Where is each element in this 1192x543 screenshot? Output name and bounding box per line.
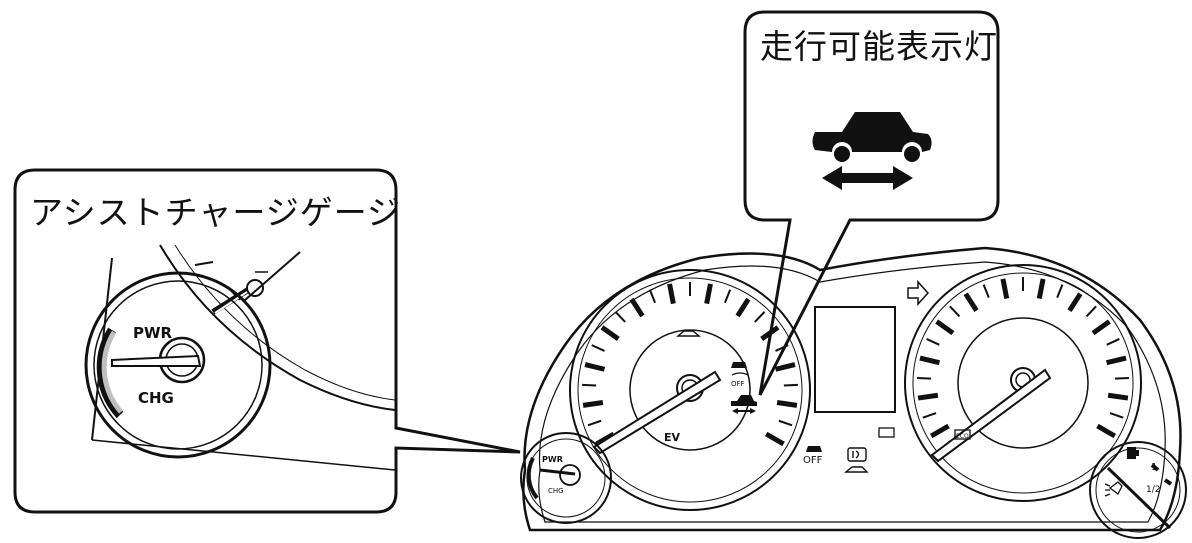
tachometer-tick <box>922 412 937 419</box>
tachometer-tick <box>1067 292 1083 313</box>
tachometer-tick <box>917 392 939 401</box>
speedometer-tick <box>704 283 713 305</box>
tachometer-tick <box>963 292 979 313</box>
cruise-icon <box>954 429 971 440</box>
speedometer-tick <box>778 419 793 427</box>
fuel-pump-icon <box>1127 447 1139 459</box>
tachometer-tick <box>1109 412 1124 419</box>
tachometer-tick <box>1091 319 1111 336</box>
assist-charge-gauge-callout: PWR CHG <box>13 168 521 514</box>
speedometer-tick <box>614 311 626 323</box>
tachometer-tick <box>1114 376 1129 380</box>
callout-chg-label: CHG <box>138 389 174 407</box>
fuel-gauge <box>1089 441 1187 539</box>
tachometer-tick <box>1056 284 1064 298</box>
traction-off-label: OFF <box>803 455 823 466</box>
tachometer-tick <box>1096 423 1117 439</box>
center-display <box>814 306 896 413</box>
vsc-off-label: OFF <box>731 380 745 388</box>
tachometer-tick <box>926 338 940 346</box>
speedometer-tick <box>629 297 645 318</box>
speedometer-tick <box>582 383 597 387</box>
assist-charge-gauge <box>520 432 612 524</box>
speedometer-tick <box>783 383 798 387</box>
speedometer-tick <box>774 362 796 372</box>
turn-signal-icon <box>907 280 930 306</box>
fuel-one-label: 1 <box>1151 462 1157 473</box>
assist-charge-gauge-title: アシストチャージゲージ <box>30 193 402 232</box>
ready-indicator-callout <box>743 10 1000 396</box>
ecm-icon <box>878 427 895 438</box>
car-with-double-arrow-icon <box>812 112 932 190</box>
eco-label: ECO <box>956 433 969 440</box>
headlight-icon <box>847 447 867 462</box>
speedometer-tick <box>587 419 602 427</box>
tachometer-tick <box>929 423 950 439</box>
tachometer-tick <box>919 355 941 366</box>
speedometer-tick <box>776 400 798 408</box>
speedometer-tick <box>764 431 785 447</box>
tachometer-tick <box>1106 338 1120 346</box>
tachometer-tick <box>1105 355 1127 366</box>
small-gauge-pwr-label: PWR <box>542 455 563 464</box>
tachometer <box>904 264 1142 502</box>
tachometer-tick <box>1107 392 1129 401</box>
tachometer-tick <box>935 319 955 336</box>
vsc-off-icon <box>731 362 749 376</box>
speedometer-tick <box>760 325 780 341</box>
tachometer-tick <box>949 305 961 318</box>
speedometer-tick <box>582 400 604 408</box>
cluster-body <box>520 246 1187 539</box>
low-beam-icon <box>1104 481 1123 497</box>
ev-label: EV <box>664 431 681 444</box>
callout-pwr-label: PWR <box>133 324 173 342</box>
speedometer-tick <box>735 297 751 318</box>
speedometer-tick <box>754 311 766 323</box>
tachometer-tick <box>1000 278 1010 300</box>
speedometer <box>569 269 811 511</box>
tachometer-tick <box>1036 278 1046 300</box>
speedometer-tick <box>667 283 676 305</box>
slip-indicator-icon <box>844 466 869 473</box>
speedometer-tick <box>584 362 606 372</box>
fuel-half-label: 1/2 <box>1146 485 1160 495</box>
seatbelt-car-icon <box>676 330 701 337</box>
magnified-gauge-art <box>84 244 396 471</box>
small-gauge-chg-label: CHG <box>548 487 564 495</box>
tachometer-tick <box>982 284 990 298</box>
tachometer-tick <box>1085 305 1097 318</box>
speedometer-tick <box>600 325 620 341</box>
ready-indicator-small-icon <box>731 395 757 414</box>
speedometer-tick <box>648 289 656 304</box>
traction-off-icon <box>806 446 822 452</box>
ready-indicator-title: 走行可能表示灯 <box>760 27 998 66</box>
tachometer-tick <box>917 376 932 380</box>
speedometer-tick <box>775 344 789 352</box>
speedometer-tick <box>591 344 605 352</box>
speedometer-tick <box>724 289 732 304</box>
